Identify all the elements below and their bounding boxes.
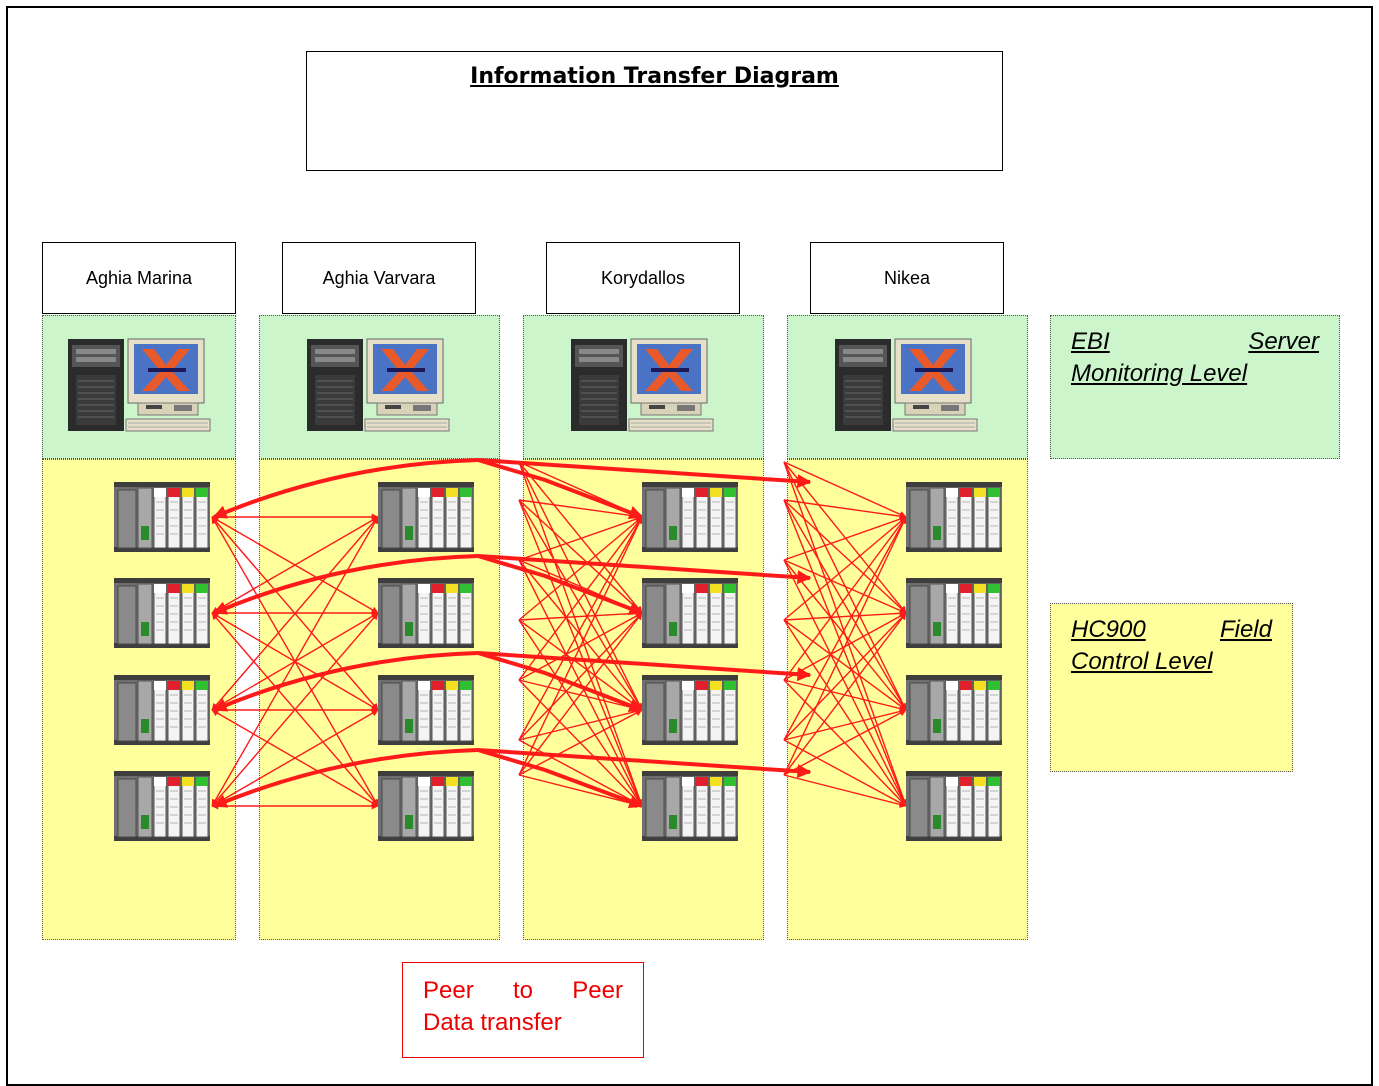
- hc900-controller-icon: [113, 674, 211, 746]
- hc900-controller-icon: [377, 481, 475, 553]
- legend-hc900-word2: Field: [1219, 616, 1272, 643]
- peer-link: [518, 609, 643, 621]
- site-header-aghia-varvara: Aghia Varvara: [282, 242, 476, 314]
- peer-links-thick: [212, 458, 812, 809]
- peer-link: [783, 559, 907, 614]
- peer-link-thick: [477, 748, 812, 779]
- peer-link: [518, 559, 643, 711]
- peer-link-thick: [212, 748, 479, 808]
- legend-ebi-word2: Server: [1248, 328, 1319, 355]
- peer-link: [783, 516, 907, 621]
- legend-ebi-monitoring: EBI Server Monitoring Level: [1050, 315, 1340, 459]
- peer-link: [518, 516, 643, 681]
- peer-link: [783, 516, 907, 776]
- hc900-controller-icon: [641, 674, 739, 746]
- peer-link: [783, 559, 907, 711]
- peer-link: [783, 612, 907, 741]
- site-header-aghia-marina: Aghia Marina: [42, 242, 236, 314]
- peer-link: [518, 499, 643, 807]
- peer-link-thick: [477, 458, 812, 489]
- peer-link: [518, 516, 643, 776]
- hc900-controller-icon: [377, 674, 475, 746]
- p2p-line2: Data transfer: [423, 1009, 562, 1036]
- peer-link: [518, 708, 643, 741]
- peer-link: [783, 609, 907, 621]
- peer-link: [783, 774, 907, 808]
- peer-link-thick: [477, 748, 644, 809]
- hc900-controller-icon: [905, 481, 1003, 553]
- peer-link: [518, 559, 643, 807]
- legend-hc900-line2: Control Level: [1071, 648, 1213, 675]
- legend-hc900-word1: HC900: [1071, 616, 1146, 643]
- peer-link: [518, 619, 643, 807]
- peer-link-thick: [477, 458, 644, 520]
- hc900-controller-icon: [905, 674, 1003, 746]
- site-header-nikea: Nikea: [810, 242, 1004, 314]
- workstation-icon: [67, 338, 211, 432]
- peer-link: [211, 709, 379, 807]
- peer-link: [783, 708, 907, 741]
- hc900-controller-icon: [905, 770, 1003, 842]
- peer-link: [518, 499, 643, 711]
- peer-link: [783, 709, 907, 776]
- peer-link: [518, 709, 643, 776]
- legend-ebi-word1: EBI: [1071, 328, 1110, 355]
- peer-link: [783, 619, 907, 807]
- hc900-controller-icon: [641, 577, 739, 649]
- peer-link: [518, 619, 643, 711]
- hc900-controller-icon: [641, 481, 739, 553]
- peer-link: [518, 612, 643, 741]
- peer-link: [783, 516, 907, 681]
- peer-link-thick: [477, 554, 812, 585]
- peer-link: [783, 612, 907, 776]
- peer-link: [783, 739, 907, 807]
- workstation-icon: [570, 338, 714, 432]
- peer-link: [518, 461, 643, 614]
- hc900-controller-icon: [377, 577, 475, 649]
- peer-link-thick: [212, 651, 479, 712]
- peer-link: [518, 516, 643, 621]
- peer-link: [783, 559, 907, 807]
- hc900-controller-icon: [113, 770, 211, 842]
- peer-link: [518, 499, 643, 520]
- hc900-controller-icon: [905, 577, 1003, 649]
- p2p-word2: to: [512, 977, 533, 1004]
- hc900-controller-icon: [113, 481, 211, 553]
- peer-link: [783, 461, 907, 614]
- peer-link: [783, 516, 907, 741]
- site-header-korydallos: Korydallos: [546, 242, 740, 314]
- peer-links-thin: [211, 461, 908, 810]
- peer-link-thick: [477, 651, 812, 682]
- p2p-word3: Peer: [572, 977, 623, 1004]
- peer-link: [783, 499, 907, 520]
- peer-to-peer-label: Peer to Peer Data transfer: [402, 962, 644, 1058]
- peer-link: [518, 516, 643, 741]
- p2p-word1: Peer: [423, 977, 474, 1004]
- peer-link: [783, 499, 907, 711]
- peer-link: [518, 499, 643, 614]
- peer-link: [783, 461, 907, 518]
- hc900-controller-icon: [377, 770, 475, 842]
- peer-link-thick: [477, 651, 644, 713]
- hc900-controller-icon: [641, 770, 739, 842]
- legend-hc900-field: HC900 Field Control Level: [1050, 603, 1293, 772]
- peer-link: [518, 739, 643, 807]
- peer-link: [518, 515, 643, 561]
- peer-link: [783, 515, 907, 561]
- peer-link-thick: [212, 554, 479, 615]
- title-box: Information Transfer Diagram: [306, 51, 1003, 171]
- legend-ebi-line2: Monitoring Level: [1071, 360, 1248, 387]
- peer-link-thick: [477, 554, 644, 616]
- workstation-icon: [834, 338, 978, 432]
- peer-link: [783, 499, 907, 807]
- workstation-icon: [306, 338, 450, 432]
- peer-link: [783, 619, 907, 711]
- peer-link-thick: [212, 458, 479, 519]
- peer-link: [518, 774, 643, 808]
- peer-link: [518, 612, 643, 776]
- hc900-controller-icon: [113, 577, 211, 649]
- diagram-title: Information Transfer Diagram: [470, 64, 839, 89]
- peer-link: [783, 499, 907, 614]
